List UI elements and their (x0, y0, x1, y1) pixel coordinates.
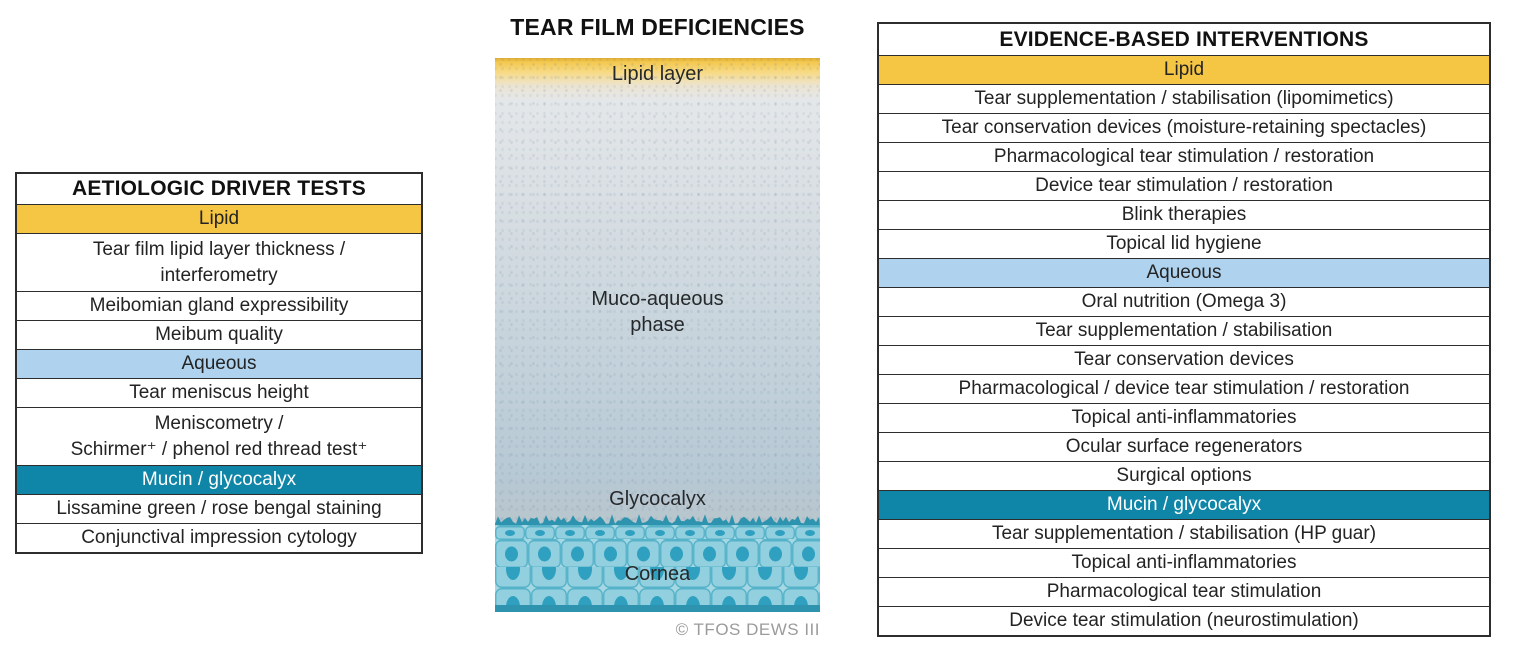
table-row: Tear conservation devices (moisture-reta… (879, 113, 1489, 142)
table-row: Device tear stimulation (neurostimulatio… (879, 606, 1489, 635)
table-row: Meibum quality (17, 320, 421, 349)
table-row: Topical anti-inflammatories (879, 403, 1489, 432)
table-row: Topical anti-inflammatories (879, 548, 1489, 577)
lipid-layer-label: Lipid layer (611, 63, 704, 85)
section-header-row: Mucin / glycocalyx (879, 490, 1489, 519)
cornea-label: Cornea (624, 563, 691, 585)
table-row: Conjunctival impression cytology (17, 523, 421, 552)
table-row: Pharmacological tear stimulation / resto… (879, 142, 1489, 171)
table-row: Meniscometry / Schirmer⁺ / phenol red th… (17, 407, 421, 465)
table-row: Device tear stimulation / restoration (879, 171, 1489, 200)
glycocalyx-fringe-icon (495, 514, 820, 526)
table-row: Meibomian gland expressibility (17, 291, 421, 320)
aetiologic-table-title: AETIOLOGIC DRIVER TESTS (72, 177, 366, 200)
section-header-row: Aqueous (17, 349, 421, 378)
diagram-title: TEAR FILM DEFICIENCIES (510, 14, 805, 40)
table-row: Ocular surface regenerators (879, 432, 1489, 461)
table-row: Pharmacological tear stimulation (879, 577, 1489, 606)
cornea-illustration (495, 514, 820, 612)
table-row: Topical lid hygiene (879, 229, 1489, 258)
table-row: Oral nutrition (Omega 3) (879, 287, 1489, 316)
section-header-row: Lipid (17, 204, 421, 233)
table-row: Lissamine green / rose bengal staining (17, 494, 421, 523)
table-row: Pharmacological / device tear stimulatio… (879, 374, 1489, 403)
section-header-row: Aqueous (879, 258, 1489, 287)
table-row: Tear supplementation / stabilisation (li… (879, 84, 1489, 113)
table-row: Tear supplementation / stabilisation (HP… (879, 519, 1489, 548)
muco-aqueous-phase-label: Muco-aqueous phase (591, 288, 724, 336)
table-row: Tear film lipid layer thickness / interf… (17, 233, 421, 291)
glycocalyx-label: Glycocalyx (609, 488, 706, 510)
tear-film-diagram: Lipid layer Muco-aqueous phase Glycocaly… (495, 58, 820, 612)
table-row: Blink therapies (879, 200, 1489, 229)
copyright-credit: © TFOS DEWS III (675, 620, 820, 639)
section-header-row: Lipid (879, 55, 1489, 84)
table-row: Tear conservation devices (879, 345, 1489, 374)
table-row: Tear meniscus height (17, 378, 421, 407)
table-row: Surgical options (879, 461, 1489, 490)
interventions-table-title: EVIDENCE-BASED INTERVENTIONS (999, 27, 1369, 51)
table-row: Tear supplementation / stabilisation (879, 316, 1489, 345)
section-header-row: Mucin / glycocalyx (17, 465, 421, 494)
